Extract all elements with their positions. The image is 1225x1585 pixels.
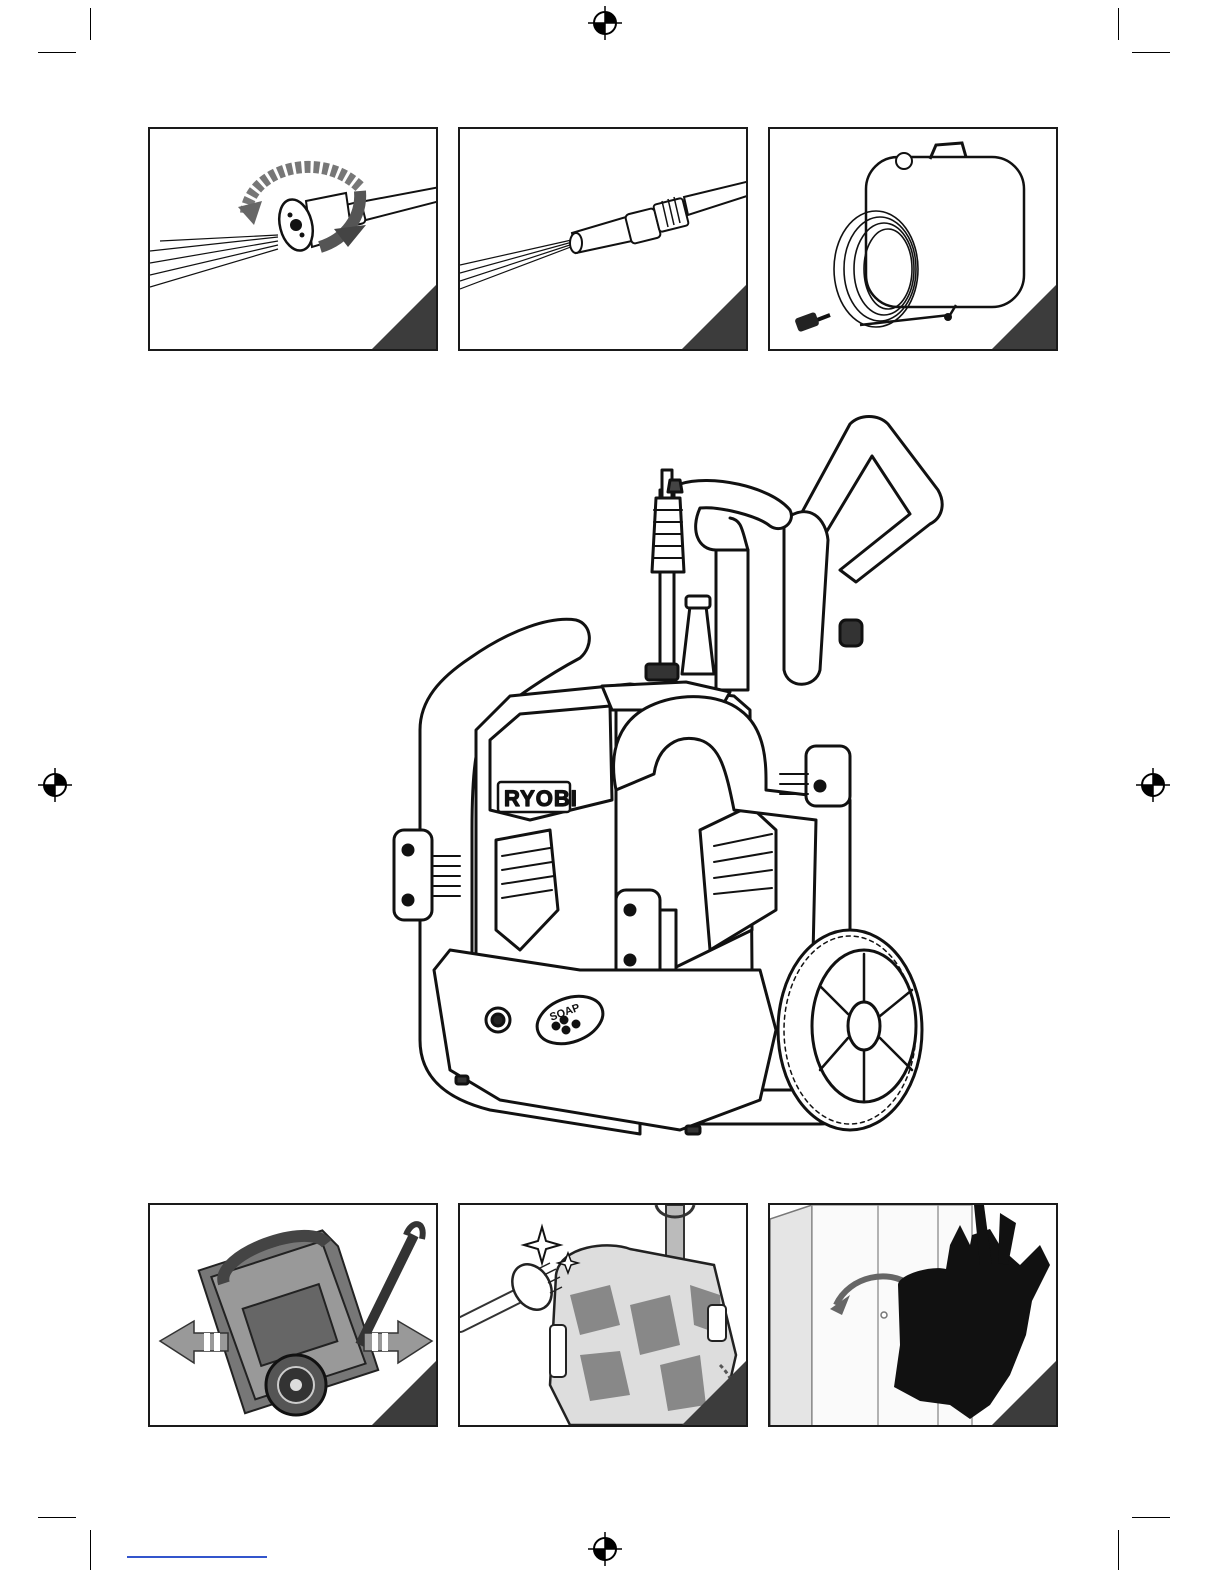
panel-hose-and-tank (768, 127, 1058, 351)
panel-corner-marker (372, 1361, 436, 1425)
registration-mark-icon (1136, 768, 1170, 802)
crop-mark-top-right-v (1118, 8, 1119, 40)
pressure-washer-illustration: RYOBI SOAP (380, 410, 960, 1150)
panel-storage (768, 1203, 1058, 1427)
panel-collapsible-handle (148, 1203, 438, 1427)
panel-corner-marker (372, 285, 436, 349)
registration-mark-icon (588, 1532, 622, 1566)
crop-mark-top-left-h (38, 52, 76, 53)
crop-mark-bottom-right-h (1132, 1517, 1170, 1518)
registration-mark-icon (588, 6, 622, 40)
crop-mark-bottom-right-v (1118, 1530, 1119, 1570)
panel-corner-marker (682, 1361, 746, 1425)
crop-mark-bottom-left-v (90, 1530, 91, 1570)
registration-mark-icon (38, 768, 72, 802)
brand-logo: RYOBI (504, 786, 578, 811)
crop-mark-top-left-v (90, 8, 91, 40)
panel-corner-marker (682, 285, 746, 349)
crop-mark-top-right-h (1132, 52, 1170, 53)
crop-mark-bottom-left-h (38, 1517, 76, 1518)
panel-adjustable-nozzle (148, 127, 438, 351)
panel-corner-marker (992, 1361, 1056, 1425)
panel-turbo-nozzle (458, 127, 748, 351)
panel-cleaning (458, 1203, 748, 1427)
footer-link-underline (127, 1556, 267, 1558)
panel-corner-marker (992, 285, 1056, 349)
